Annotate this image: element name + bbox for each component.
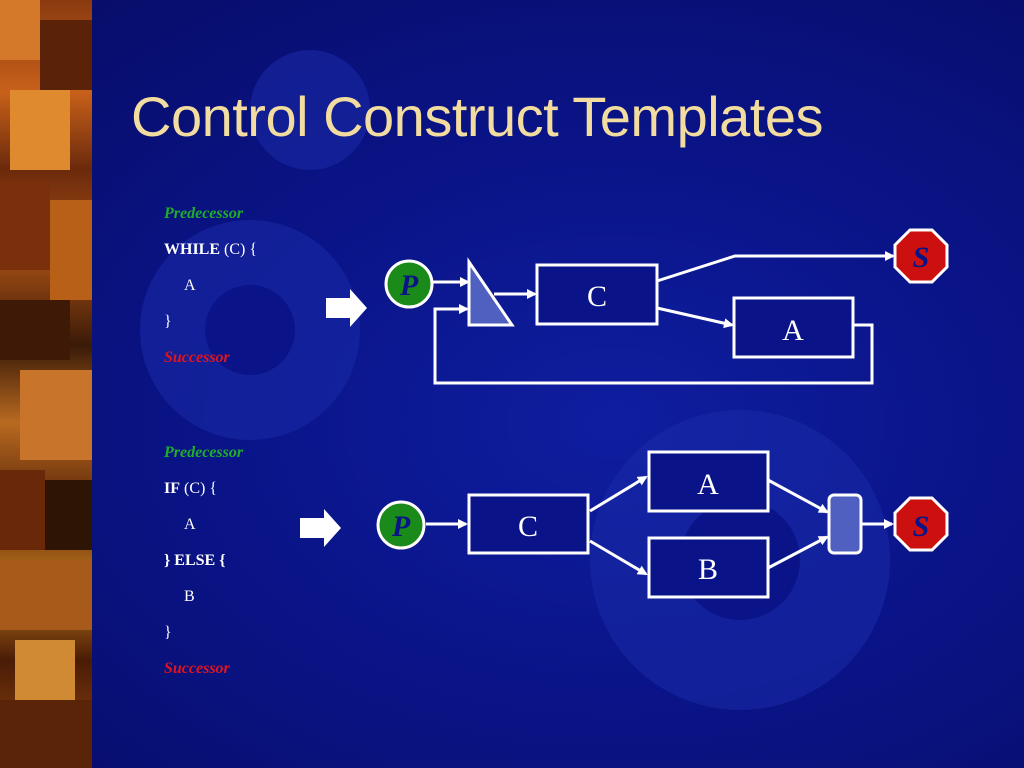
- while-merge-triangle-icon: [467, 257, 515, 327]
- if-a-node: A: [647, 450, 770, 513]
- if-then-body-line: A: [184, 516, 196, 533]
- if-b-label: B: [698, 553, 718, 586]
- if-s-label: S: [913, 510, 930, 543]
- while-s-node: S: [893, 228, 949, 284]
- if-p-label: P: [391, 510, 411, 543]
- if-b-node: B: [647, 536, 770, 599]
- while-c-label: C: [587, 280, 607, 313]
- while-body-line: A: [184, 277, 196, 294]
- while-p-node: P: [384, 259, 434, 309]
- slide-title: Control Construct Templates: [131, 85, 824, 148]
- if-close-brace: }: [164, 624, 172, 641]
- while-header-line: WHILE (C) {: [164, 232, 257, 268]
- while-block-arrow-icon: [326, 289, 367, 327]
- if-p-node: P: [376, 500, 426, 550]
- while-successor-label: Successor: [164, 349, 230, 366]
- while-s-label: S: [913, 241, 930, 274]
- while-close-brace: }: [164, 313, 172, 330]
- if-else-line: } ELSE {: [164, 552, 226, 569]
- while-predecessor-label: Predecessor: [164, 205, 244, 222]
- if-keyword: IF: [164, 480, 180, 497]
- while-flow-arrows: [432, 251, 895, 385]
- if-else-body-line: B: [184, 588, 195, 605]
- while-condition: (C) {: [220, 241, 258, 258]
- if-merge-connector-icon: [827, 493, 863, 555]
- if-header-line: IF (C) {: [164, 471, 243, 507]
- if-condition: (C) {: [180, 480, 218, 497]
- if-flow-arrows: [426, 475, 894, 576]
- while-c-node: C: [535, 263, 659, 326]
- while-p-label: P: [399, 269, 419, 302]
- if-predecessor-label: Predecessor: [164, 444, 244, 461]
- if-c-label: C: [518, 510, 538, 543]
- if-successor-label: Successor: [164, 660, 230, 677]
- while-a-label: A: [782, 314, 804, 347]
- decorative-side-strip: [0, 0, 92, 768]
- if-c-node: C: [467, 493, 590, 555]
- if-block-arrow-icon: [300, 509, 341, 547]
- if-code-block: Predecessor IF (C) { A } ELSE { B } Succ…: [164, 435, 243, 687]
- while-a-node: A: [732, 296, 855, 359]
- while-code-block: Predecessor WHILE (C) { A } Successor: [164, 196, 257, 376]
- if-s-node: S: [893, 496, 949, 552]
- while-keyword: WHILE: [164, 241, 221, 258]
- if-a-label: A: [697, 468, 719, 501]
